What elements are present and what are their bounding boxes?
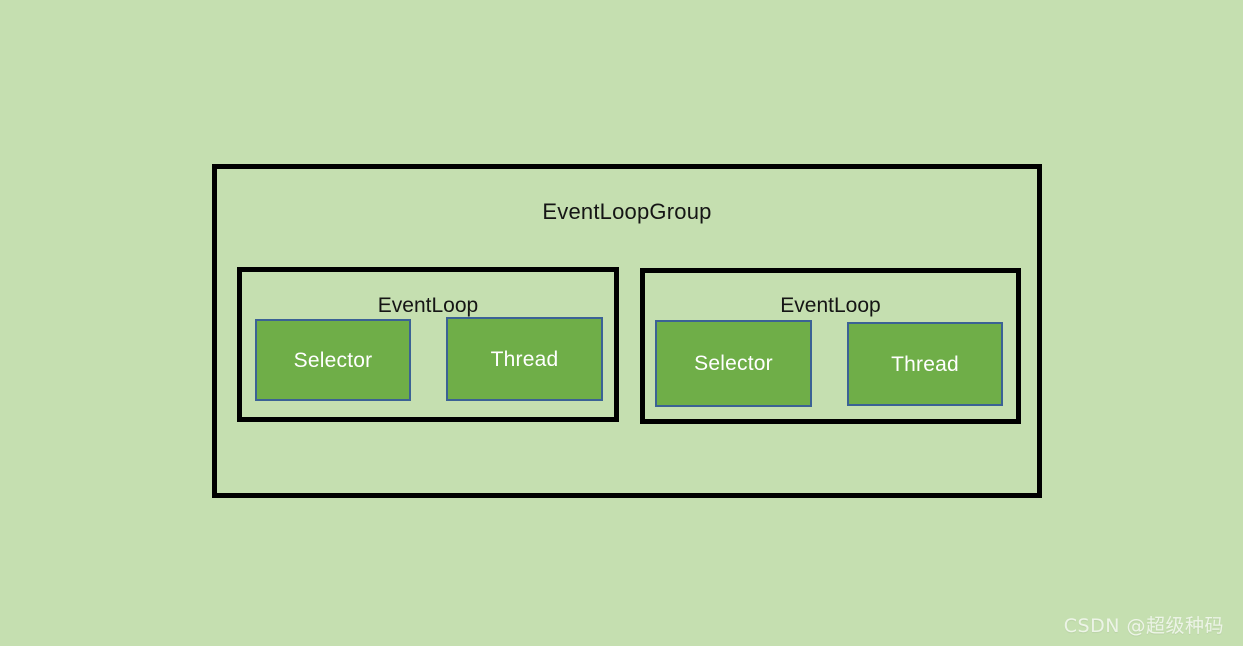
selector-cell-label-2: Selector: [694, 352, 773, 375]
selector-cell-label-1: Selector: [293, 348, 373, 372]
thread-cell-2: Thread: [847, 322, 1003, 406]
thread-cell-1: Thread: [446, 317, 603, 401]
selector-cell-2: Selector: [655, 320, 812, 407]
csdn-watermark: CSDN @超级种码: [1063, 615, 1224, 637]
thread-cell-label-2: Thread: [891, 352, 959, 376]
event-loop-label-1: EventLoop: [377, 294, 479, 317]
event-loop-group-label: EventLoopGroup: [542, 199, 712, 224]
thread-cell-label-1: Thread: [490, 347, 559, 371]
event-loop-label-2: EventLoop: [780, 294, 881, 317]
selector-cell-1: Selector: [255, 319, 411, 401]
